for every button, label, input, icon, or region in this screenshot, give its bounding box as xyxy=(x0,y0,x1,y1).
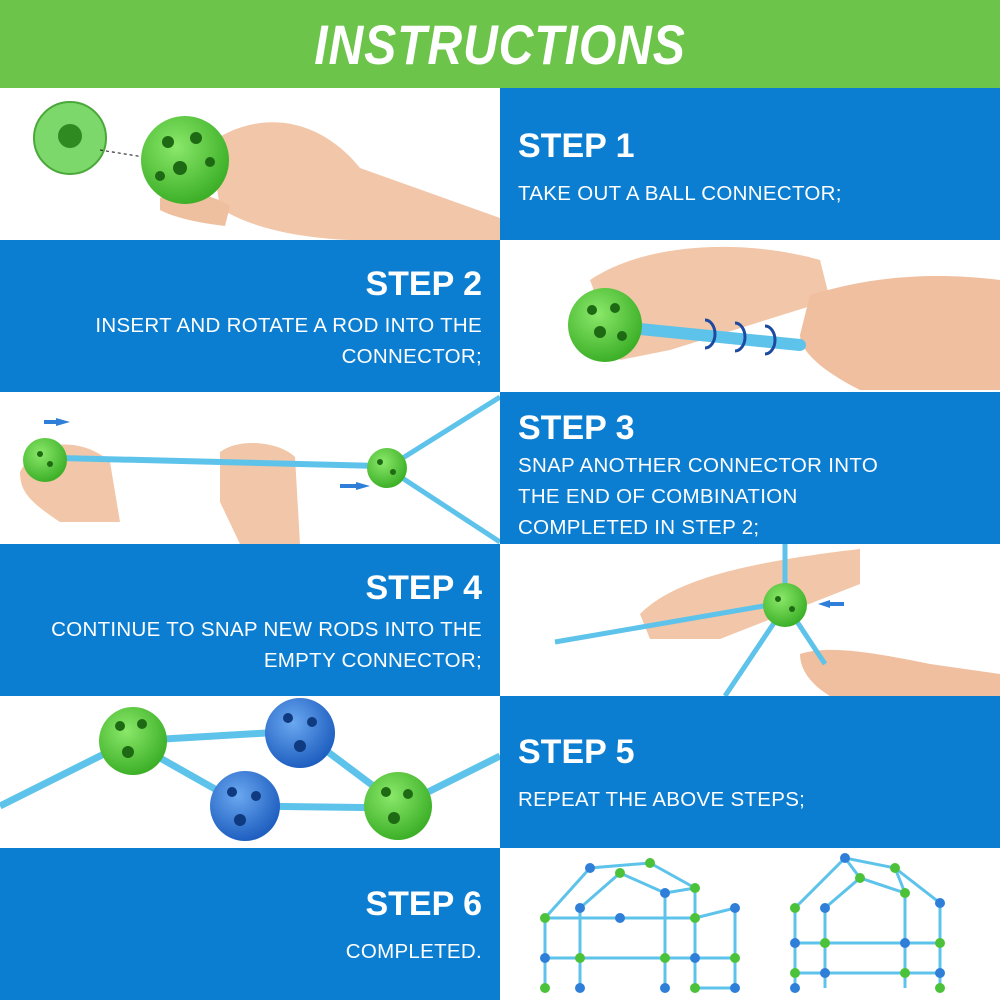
connected-balls-icon xyxy=(0,698,500,841)
step-2-description: INSERT AND ROTATE A ROD INTO THE CONNECT… xyxy=(95,314,482,368)
step-1-panel: STEP 1 TAKE OUT A BALL CONNECTOR; xyxy=(500,88,1000,240)
hand-holding-ball-icon xyxy=(33,101,500,240)
step-2-row: STEP 2 INSERT AND ROTATE A ROD INTO THE … xyxy=(0,240,1000,392)
step-6-illustration xyxy=(500,848,1000,1000)
step-1-row: STEP 1 TAKE OUT A BALL CONNECTOR; xyxy=(0,88,1000,240)
step-4-title: STEP 4 xyxy=(365,569,482,607)
step-3-panel: STEP 3 SNAP ANOTHER CONNECTOR INTO THE E… xyxy=(500,392,1000,544)
step-5-row: STEP 5 REPEAT THE ABOVE STEPS; xyxy=(0,696,1000,848)
connector-snap-icon xyxy=(20,394,500,544)
step-4-panel: STEP 4 CONTINUE TO SNAP NEW RODS INTO TH… xyxy=(0,544,500,696)
step-6-description: COMPLETED. xyxy=(345,940,482,963)
step-5-illustration xyxy=(0,696,500,848)
step-4-row: STEP 4 CONTINUE TO SNAP NEW RODS INTO TH… xyxy=(0,544,1000,696)
step-3-row: STEP 3 SNAP ANOTHER CONNECTOR INTO THE E… xyxy=(0,392,1000,544)
step-1-title: STEP 1 xyxy=(518,127,635,165)
step-2-panel: STEP 2 INSERT AND ROTATE A ROD INTO THE … xyxy=(0,240,500,392)
step-2-title: STEP 2 xyxy=(365,265,482,303)
step-3-title: STEP 3 xyxy=(518,409,635,447)
step-6-title: STEP 6 xyxy=(365,885,482,923)
step-4-illustration xyxy=(500,544,1000,696)
step-2-illustration xyxy=(500,240,1000,392)
page-title: INSTRUCTIONS xyxy=(314,12,686,76)
completed-fort-icon xyxy=(540,853,945,993)
step-1-illustration xyxy=(0,88,500,240)
step-1-description: TAKE OUT A BALL CONNECTOR; xyxy=(518,182,842,205)
step-6-row: STEP 6 COMPLETED. xyxy=(0,848,1000,1000)
step-4-description: CONTINUE TO SNAP NEW RODS INTO THE EMPTY… xyxy=(51,618,482,672)
step-6-panel: STEP 6 COMPLETED. xyxy=(0,848,500,1000)
step-3-illustration xyxy=(0,392,500,544)
rod-insertion-icon xyxy=(568,246,1000,390)
rod-snap-icon xyxy=(554,544,1000,696)
header-banner: INSTRUCTIONS xyxy=(0,0,1000,88)
step-5-title: STEP 5 xyxy=(518,733,635,771)
step-3-description: SNAP ANOTHER CONNECTOR INTO THE END OF C… xyxy=(518,454,879,539)
step-5-description: REPEAT THE ABOVE STEPS; xyxy=(518,788,806,811)
step-5-panel: STEP 5 REPEAT THE ABOVE STEPS; xyxy=(500,696,1000,848)
